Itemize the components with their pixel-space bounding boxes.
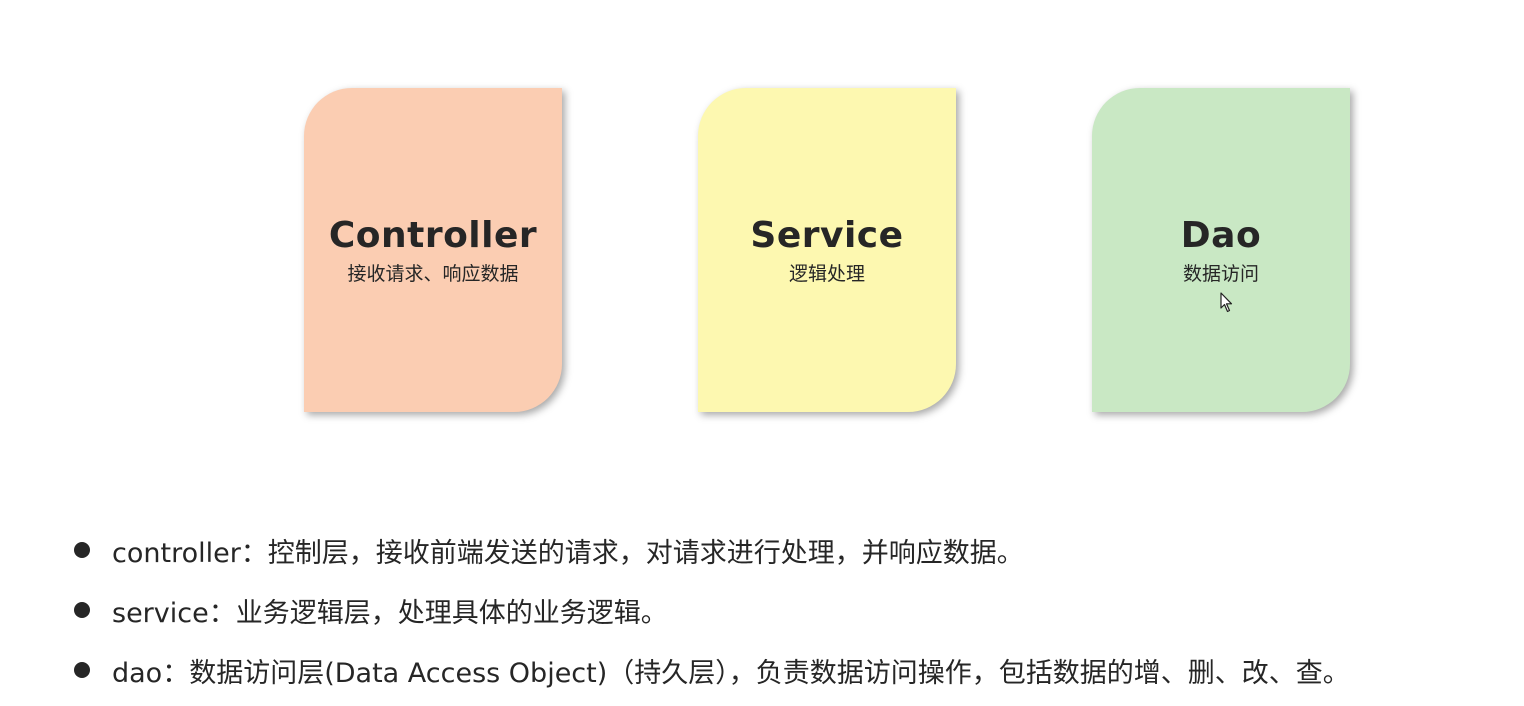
service-description-text: service：业务逻辑层，处理具体的业务逻辑。	[112, 597, 668, 629]
service-layer-title: Service	[750, 215, 904, 256]
controller-layer-card: Controller 接收请求、响应数据	[304, 88, 562, 412]
description-list: controller：控制层，接收前端发送的请求，对请求进行处理，并响应数据。 …	[72, 520, 1492, 700]
list-item: service：业务逻辑层，处理具体的业务逻辑。	[72, 580, 1492, 640]
dao-layer-card: Dao 数据访问	[1092, 88, 1350, 412]
bullet-dot-icon	[74, 542, 90, 558]
list-item: dao：数据访问层(Data Access Object)（持久层），负责数据访…	[72, 640, 1492, 700]
controller-description-text: controller：控制层，接收前端发送的请求，对请求进行处理，并响应数据。	[112, 537, 1024, 569]
dao-layer-title: Dao	[1180, 215, 1262, 256]
controller-layer-title: Controller	[328, 215, 538, 256]
bullet-dot-icon	[74, 602, 90, 618]
dao-layer-description: 数据访问	[1182, 263, 1259, 285]
list-item: controller：控制层，接收前端发送的请求，对请求进行处理，并响应数据。	[72, 520, 1492, 580]
mouse-pointer-icon	[1220, 292, 1233, 313]
controller-layer-description: 接收请求、响应数据	[347, 263, 519, 285]
service-layer-card: Service 逻辑处理	[698, 88, 956, 412]
service-layer-description: 逻辑处理	[788, 263, 865, 285]
bullet-dot-icon	[74, 662, 90, 678]
dao-description-text: dao：数据访问层(Data Access Object)（持久层），负责数据访…	[112, 657, 1350, 689]
